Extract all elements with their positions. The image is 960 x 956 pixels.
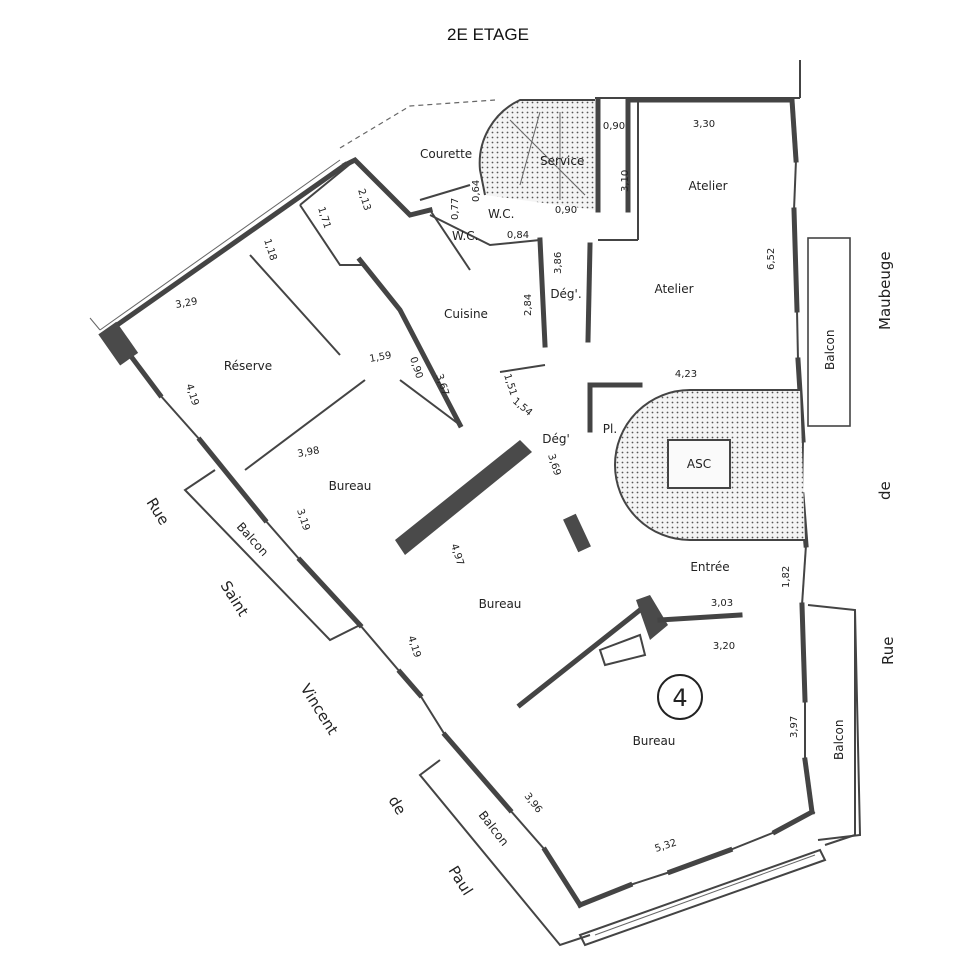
label-wc-2: W.C. bbox=[452, 229, 479, 243]
dim-label: 3,20 bbox=[713, 641, 735, 652]
label-degt-2: Dég' bbox=[542, 432, 570, 446]
label-atelier-2: Atelier bbox=[654, 282, 693, 296]
label-service: Service bbox=[540, 154, 584, 168]
balconies bbox=[183, 237, 862, 947]
street-word: Paul bbox=[445, 863, 477, 899]
dim-label: 1,82 bbox=[781, 566, 792, 588]
dim-label: 1,18 bbox=[261, 238, 278, 263]
unit-marker: 4 bbox=[657, 674, 703, 720]
label-cuisine: Cuisine bbox=[444, 307, 488, 321]
dim-label: 0,64 bbox=[471, 180, 482, 202]
interior-walls bbox=[244, 100, 743, 709]
dim-label: 3,98 bbox=[297, 445, 321, 460]
dim-label: 3,29 bbox=[175, 296, 199, 311]
street-word: de bbox=[385, 793, 410, 818]
street-word: Rue bbox=[143, 495, 173, 529]
dim-label: 0,77 bbox=[450, 198, 461, 220]
dim-label: 4,97 bbox=[448, 543, 465, 568]
dim-label: 3,10 bbox=[620, 170, 631, 192]
dim-label: 3,69 bbox=[545, 453, 562, 478]
floor-title: 2E ETAGE bbox=[447, 25, 529, 44]
label-degt-1: Dég'. bbox=[550, 287, 581, 301]
dim-label: 3,19 bbox=[294, 508, 311, 533]
dim-label: 2,13 bbox=[355, 188, 372, 213]
dim-label: 3,03 bbox=[711, 598, 733, 609]
dim-label: 4,19 bbox=[405, 635, 422, 660]
dim-label: 0,90 bbox=[603, 121, 625, 132]
label-bureau-1: Bureau bbox=[329, 479, 372, 493]
dim-label: 1,59 bbox=[369, 350, 393, 365]
label-balcon-3: Balcon bbox=[234, 520, 271, 559]
unit-number: 4 bbox=[672, 684, 687, 712]
label-asc: ASC bbox=[687, 457, 711, 471]
label-entree: Entrée bbox=[690, 560, 729, 574]
dim-label: 1,71 bbox=[315, 206, 332, 231]
street-word: Vincent bbox=[297, 681, 342, 739]
street-word: de bbox=[876, 481, 894, 500]
dim-label: 1,51 bbox=[501, 373, 518, 398]
dim-label: 3,97 bbox=[789, 716, 800, 738]
dim-label: 4,19 bbox=[183, 383, 200, 408]
street-word: Rue bbox=[879, 637, 897, 665]
dim-label: 4,23 bbox=[675, 369, 697, 380]
label-bureau-3: Bureau bbox=[633, 734, 676, 748]
street-word: Maubeuge bbox=[876, 251, 894, 330]
label-atelier-1: Atelier bbox=[688, 179, 727, 193]
dim-label: 0,90 bbox=[555, 205, 577, 216]
label-balcon-4: Balcon bbox=[476, 808, 512, 849]
label-wc-1: W.C. bbox=[488, 207, 515, 221]
dim-label: 5,32 bbox=[654, 838, 679, 855]
elevator-shaft: ASC bbox=[614, 389, 805, 541]
label-balcon-1: Balcon bbox=[823, 330, 837, 370]
dim-label: 3,67 bbox=[433, 373, 450, 398]
dim-label: 0,90 bbox=[407, 356, 424, 381]
dim-label: 2,84 bbox=[523, 294, 534, 316]
label-bureau-2: Bureau bbox=[479, 597, 522, 611]
street-word: Saint bbox=[217, 578, 253, 620]
exterior-walls bbox=[98, 97, 816, 909]
dim-label: 1,54 bbox=[510, 396, 534, 419]
label-courette: Courette bbox=[420, 147, 472, 161]
dim-label: 3,96 bbox=[522, 791, 544, 815]
label-pl: Pl. bbox=[603, 422, 617, 436]
label-reserve: Réserve bbox=[224, 359, 272, 373]
dim-label: 3,30 bbox=[693, 119, 715, 130]
service-staircase: Service bbox=[478, 99, 595, 210]
dim-label: 0,84 bbox=[507, 230, 529, 241]
label-balcon-2: Balcon bbox=[832, 720, 846, 760]
dim-label: 3,86 bbox=[553, 252, 564, 274]
dim-label: 6,52 bbox=[766, 248, 777, 270]
